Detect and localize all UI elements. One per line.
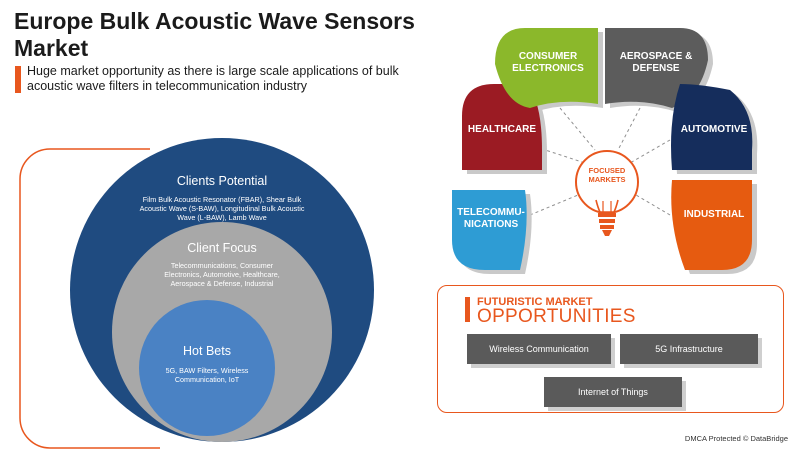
opportunities-title-top: FUTURISTIC MARKET: [477, 296, 593, 308]
subtitle-accent-bar: [15, 66, 21, 93]
petal-consumer-electronics: [495, 28, 598, 108]
petal-industrial: [671, 180, 752, 270]
opportunities-panel: [437, 285, 784, 413]
inner-circle-body: 5G, BAW Filters, Wireless Communication,…: [165, 366, 249, 384]
middle-circle-body: Telecommunications, Consumer Electronics…: [164, 261, 280, 288]
label-industrial: INDUSTRIAL: [683, 209, 745, 220]
inner-circle-title: Hot Bets: [183, 344, 231, 358]
outer-circle-text: Clients Potential Film Bulk Acoustic Res…: [132, 174, 312, 222]
opportunity-internet-of-things: Internet of Things: [544, 377, 682, 407]
petal-telecommunications: [452, 190, 527, 270]
inner-circle-text: Hot Bets 5G, BAW Filters, Wireless Commu…: [150, 344, 264, 384]
outer-circle-body: Film Bulk Acoustic Resonator (FBAR), She…: [139, 195, 305, 222]
outer-circle-title: Clients Potential: [176, 174, 268, 188]
lightbulb-icon: [575, 150, 639, 236]
label-telecommunications: TELECOMMU-NICATIONS: [457, 207, 525, 230]
opportunities-title-bottom: OPPORTUNITIES: [477, 306, 636, 327]
opportunity-5g-infrastructure: 5G Infrastructure: [620, 334, 758, 364]
middle-circle-title: Client Focus: [187, 241, 257, 255]
outer-bracket-line: [19, 148, 160, 449]
petal-automotive: [671, 84, 753, 170]
page-title: Europe Bulk Acoustic Wave Sensors Market: [14, 8, 415, 61]
middle-circle-text: Client Focus Telecommunications, Consume…: [142, 241, 302, 288]
connector-lines: [529, 107, 671, 216]
nested-circles-diagram: [19, 138, 374, 449]
opportunity-wireless-communication: Wireless Communication: [467, 334, 611, 364]
footer-credit: DMCA Protected © DataBridge: [684, 434, 788, 443]
inner-circle: [139, 300, 275, 436]
page-subtitle: Huge market opportunity as there is larg…: [27, 64, 399, 93]
opportunities-accent-bar: [465, 297, 470, 322]
label-aerospace-defense: AEROSPACE & DEFENSE: [619, 51, 693, 74]
focused-markets-label: FOCUSED MARKETS: [588, 166, 626, 184]
label-healthcare: HEALTHCARE: [467, 124, 537, 135]
label-consumer-electronics: CONSUMER ELECTRONICS: [512, 51, 584, 74]
label-automotive: AUTOMOTIVE: [680, 124, 748, 135]
